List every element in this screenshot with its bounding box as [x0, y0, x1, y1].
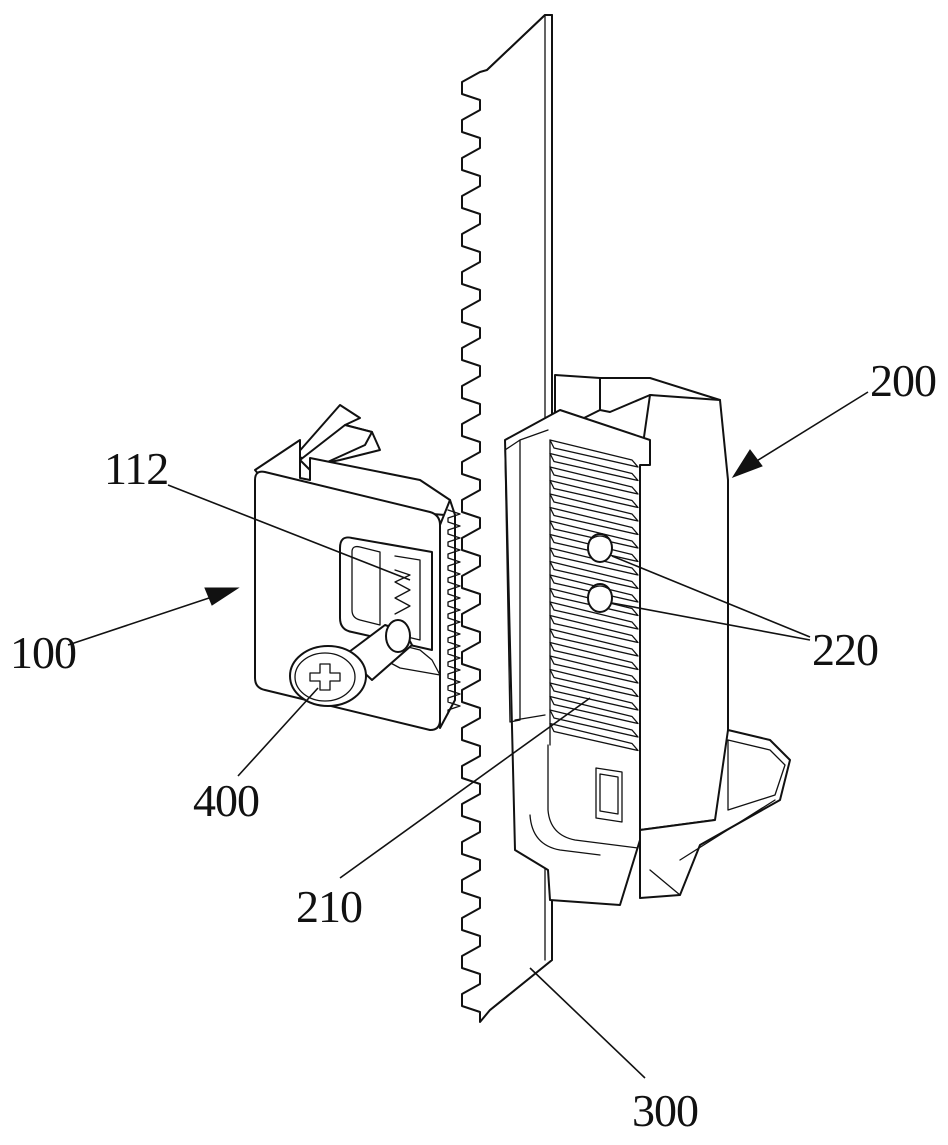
housing-200: [504, 374, 791, 906]
label-100: 100: [10, 627, 76, 678]
label-200: 200: [870, 355, 936, 406]
serration-ridge: [549, 439, 639, 468]
serration-ridge: [549, 695, 639, 725]
serration-ridge: [549, 682, 639, 711]
label-300: 300: [632, 1085, 698, 1136]
slider-100: [254, 404, 461, 731]
serration-ridge: [549, 722, 639, 752]
serration-ridge: [549, 560, 639, 590]
leader-lines: [67, 391, 869, 1079]
bumps-220: [587, 533, 613, 613]
serration-ridge: [549, 506, 639, 536]
serration-ridge: [549, 709, 639, 738]
serration-ridge: [549, 493, 639, 522]
screw-400: [289, 619, 413, 707]
label-400: 400: [193, 775, 259, 826]
label-112: 112: [104, 443, 168, 494]
serration-ridge: [549, 466, 639, 495]
serration-210: [549, 439, 639, 752]
label-210: 210: [296, 881, 362, 932]
serration-ridge: [549, 655, 639, 684]
serration-ridge: [549, 479, 639, 509]
serration-ridge: [549, 614, 639, 644]
serration-ridge: [549, 668, 639, 698]
label-220: 220: [812, 624, 878, 675]
serration-ridge: [549, 452, 639, 482]
serration-ridge: [549, 628, 639, 657]
reference-labels: 112 200 100 220 400 210 300: [10, 355, 937, 1136]
serration-ridge: [549, 601, 639, 630]
serration-ridge: [549, 641, 639, 671]
